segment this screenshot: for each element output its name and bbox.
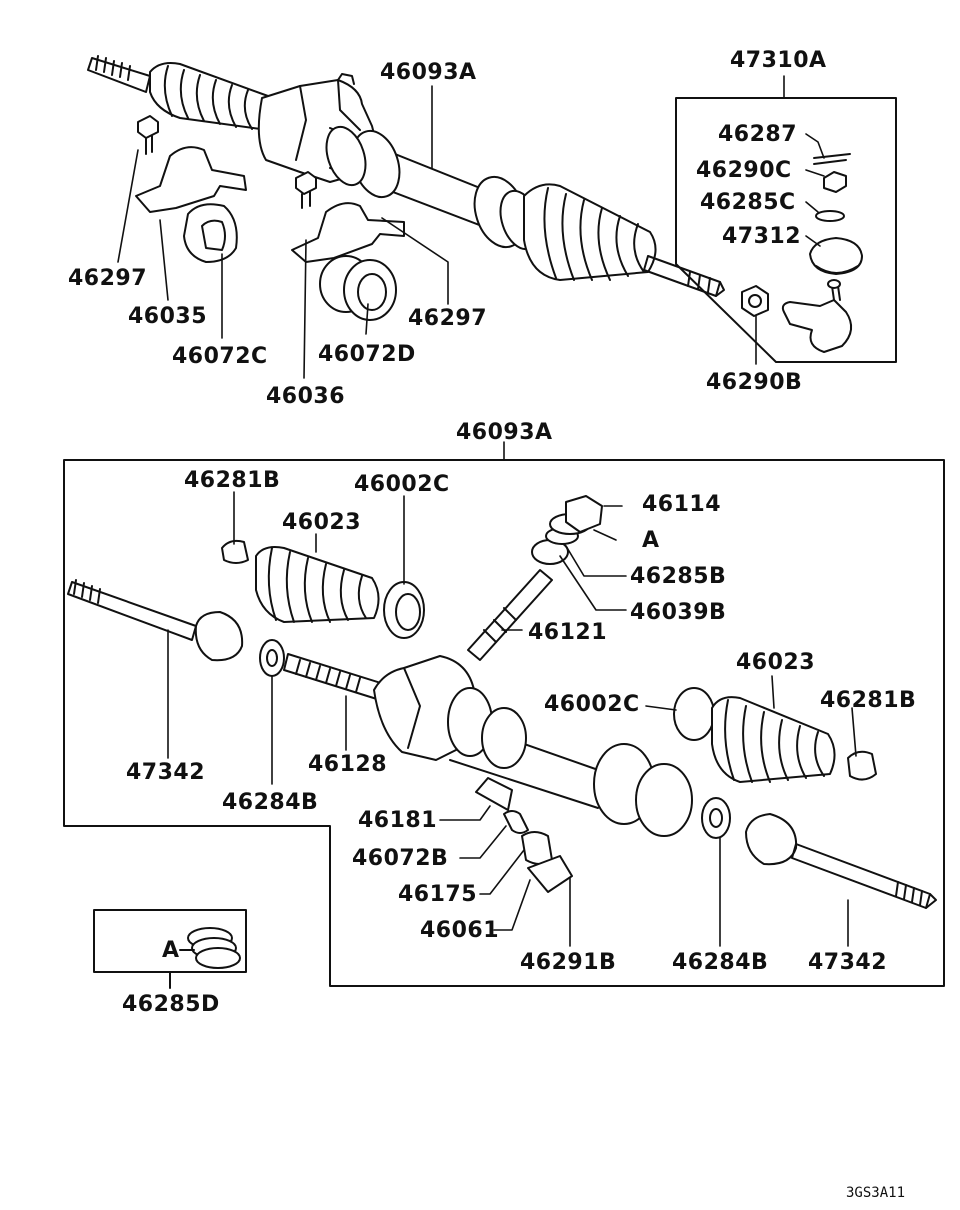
callout-46290c: 46290C <box>696 158 792 183</box>
exploded-assembly-box <box>63 459 945 987</box>
callout-46290b: 46290B <box>706 370 803 395</box>
callout-46281b-left: 46281B <box>184 468 281 493</box>
callout-46072b: 46072B <box>352 846 449 871</box>
callout-46036: 46036 <box>266 384 346 409</box>
callout-46023-right: 46023 <box>736 650 816 675</box>
callout-46035: 46035 <box>128 304 208 329</box>
callout-47342-right: 47342 <box>808 950 888 975</box>
callout-46093a-bottom: 46093A <box>456 420 553 445</box>
callout-46287: 46287 <box>718 122 798 147</box>
callout-46002c-left: 46002C <box>354 472 450 497</box>
callout-46285c: 46285C <box>700 190 796 215</box>
exploded-parts <box>67 495 937 909</box>
callout-46285d: 46285D <box>122 992 220 1017</box>
callout-47342-left: 47342 <box>126 760 206 785</box>
callout-47310a: 47310A <box>730 48 827 73</box>
rack-assembly-top <box>87 55 725 297</box>
callout-a-seal-kit: A <box>162 938 180 963</box>
tie-rod-end-group <box>675 97 897 363</box>
leader-lines <box>117 75 857 947</box>
callout-46002c-right: 46002C <box>544 692 640 717</box>
callout-46128: 46128 <box>308 752 388 777</box>
callout-46121: 46121 <box>528 620 608 645</box>
callout-46175: 46175 <box>398 882 478 907</box>
diagram-code: 3GS3A11 <box>846 1185 906 1201</box>
callout-46093a-top: 46093A <box>380 60 477 85</box>
callout-46281b-right: 46281B <box>820 688 917 713</box>
callout-46297-middle: 46297 <box>408 306 488 331</box>
seal-kit-box <box>93 909 247 989</box>
callout-46114: 46114 <box>642 492 722 517</box>
callout-46285b: 46285B <box>630 564 727 589</box>
callout-46284b-right: 46284B <box>672 950 769 975</box>
bracket-parts-top <box>135 115 769 321</box>
callout-46039b: 46039B <box>630 600 727 625</box>
callout-46061: 46061 <box>420 918 500 943</box>
callout-46072d: 46072D <box>318 342 416 367</box>
callout-46181: 46181 <box>358 808 438 833</box>
callout-47312: 47312 <box>722 224 802 249</box>
callout-46291b: 46291B <box>520 950 617 975</box>
callout-46297-left: 46297 <box>68 266 148 291</box>
callout-46284b-left: 46284B <box>222 790 319 815</box>
callout-a-marker: A <box>642 528 660 553</box>
callout-46072c: 46072C <box>172 344 268 369</box>
callout-46023-left: 46023 <box>282 510 362 535</box>
